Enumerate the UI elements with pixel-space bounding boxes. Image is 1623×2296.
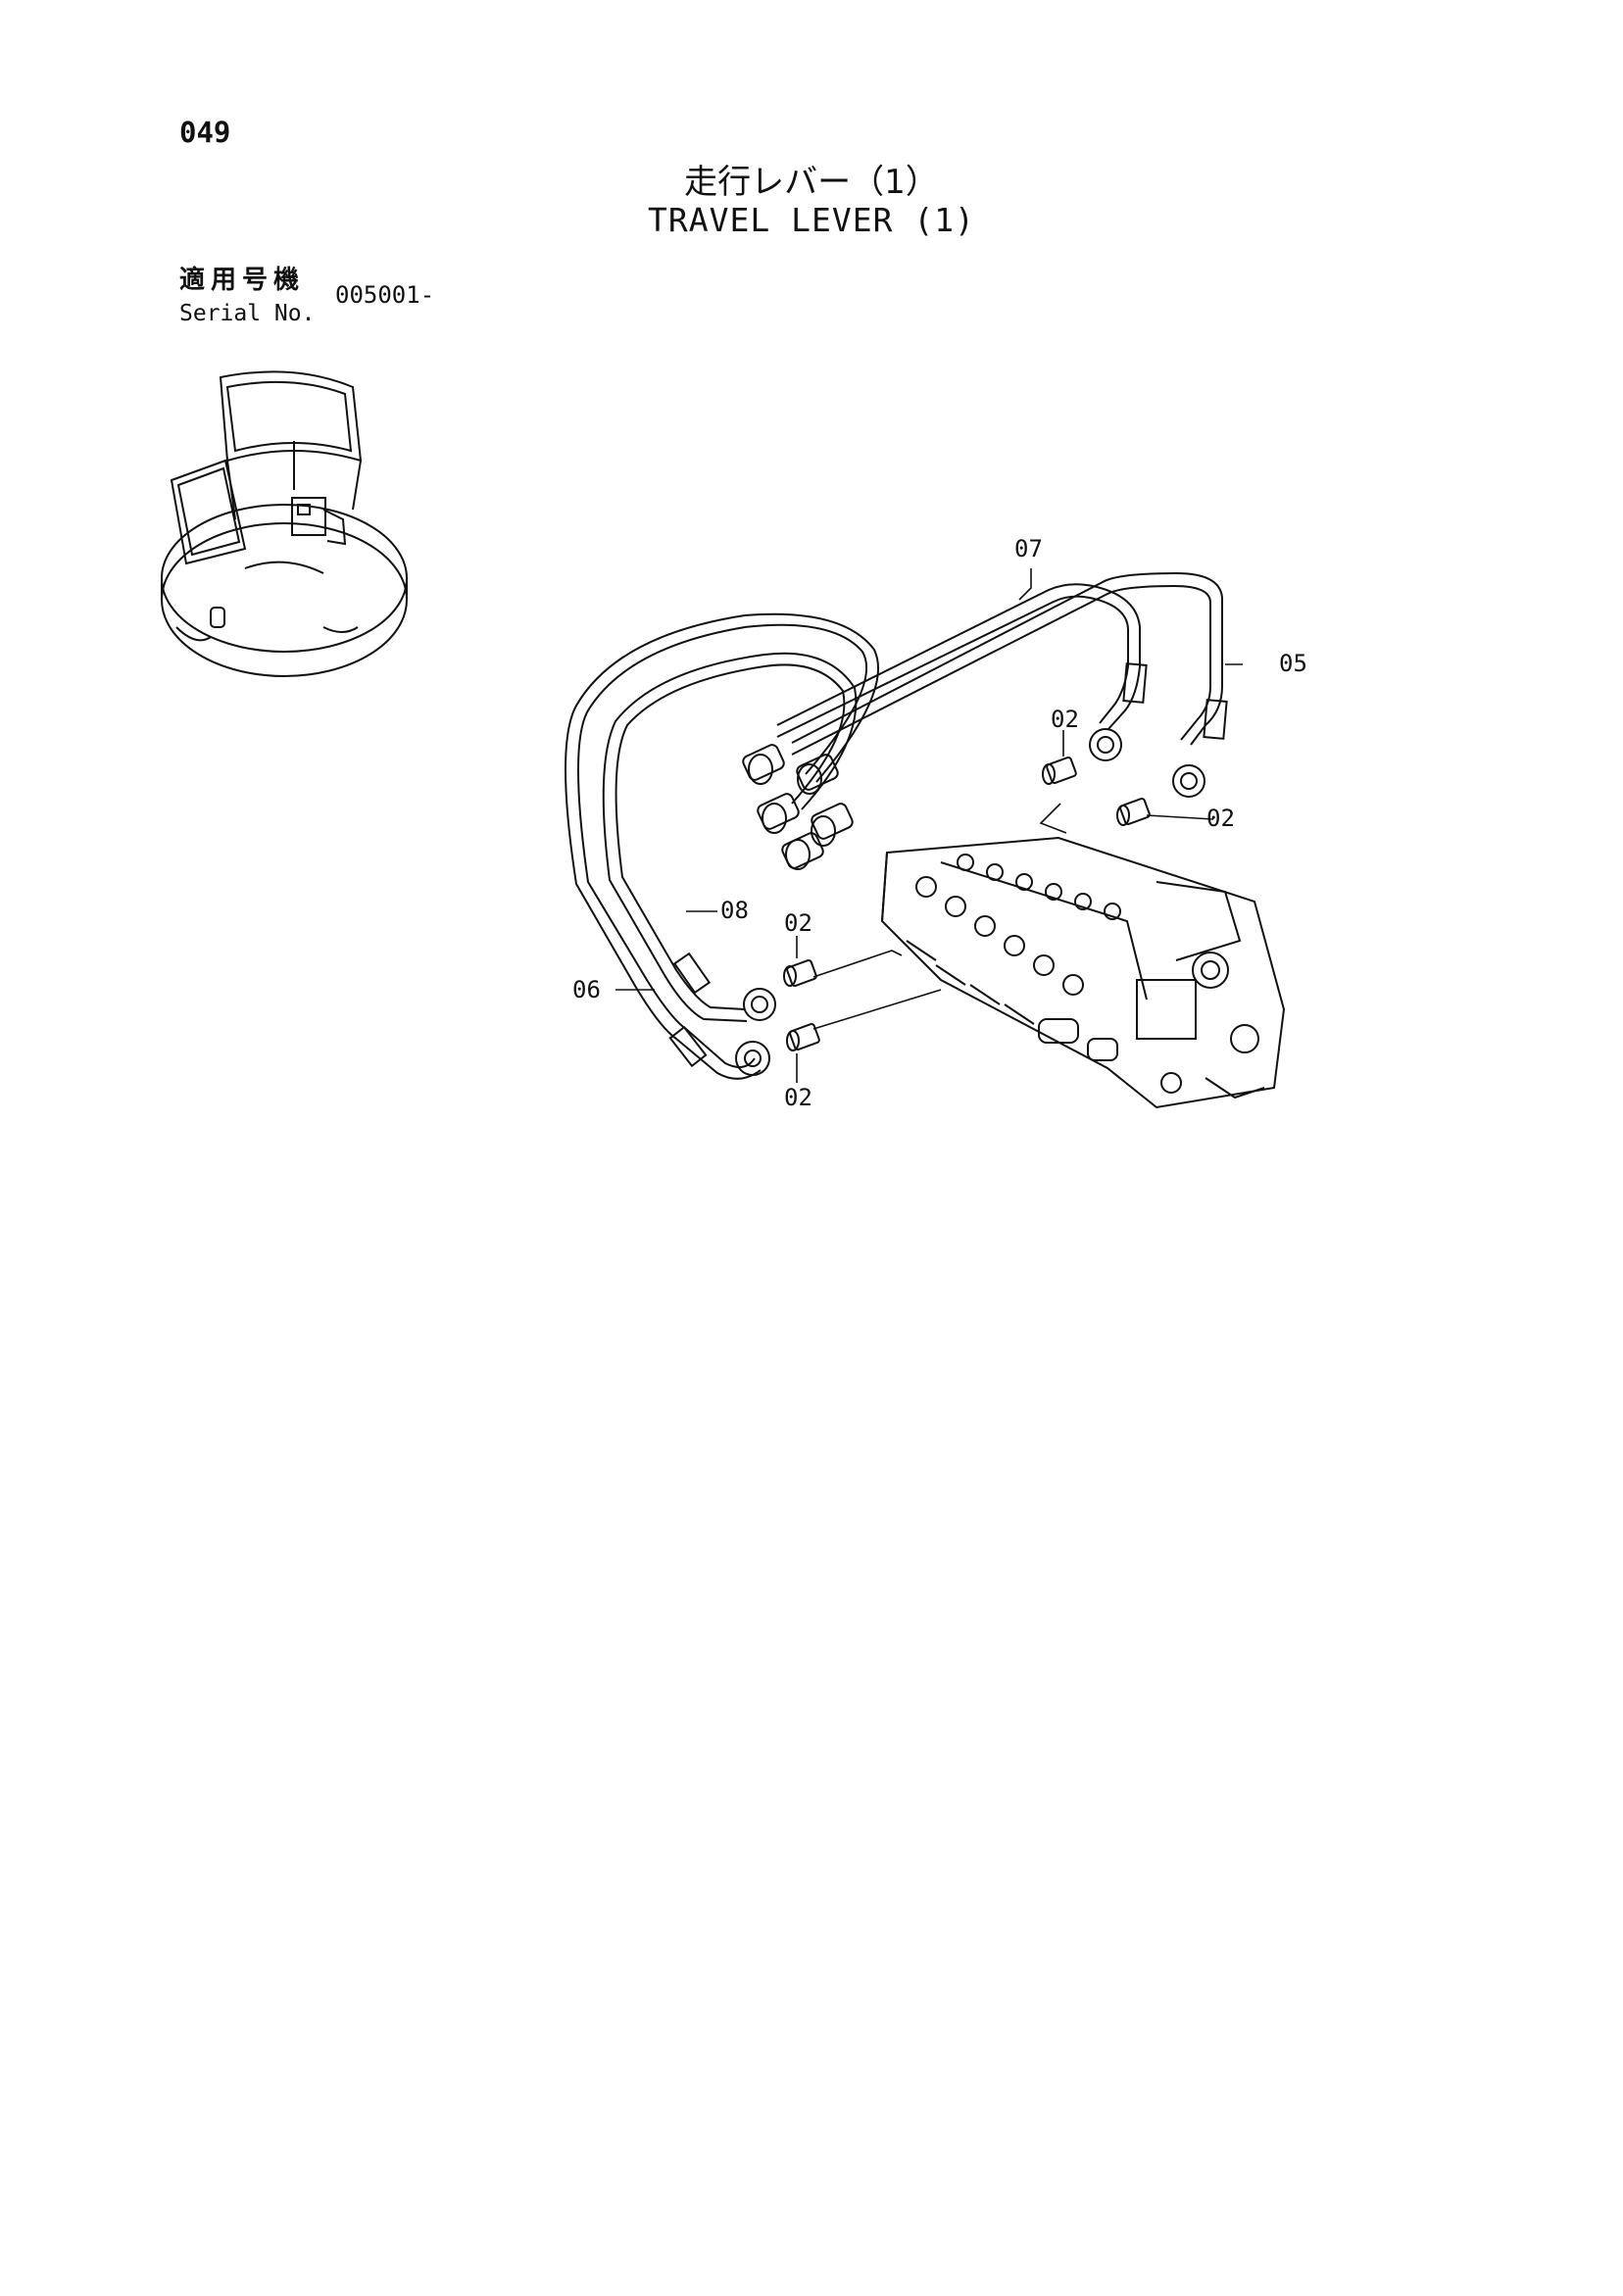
hose-05 [791,571,1228,798]
callout-08: 08 [720,897,749,924]
hose-end-fittings [742,744,854,870]
page-title-english: TRAVEL LEVER (1) [648,201,975,239]
machine-overview-illustration [161,370,408,677]
hose-08 [602,652,858,1022]
callout-labels: 07 05 02 02 08 02 06 02 [572,535,1307,1111]
serial-label-japanese: 適用号機 [179,266,306,295]
callout-02-upper-right: 02 [1206,805,1235,832]
callout-02-lower: 02 [784,1084,812,1111]
hose-06 [565,612,879,1080]
connector-fittings [783,757,1151,1051]
leader-lines [615,568,1243,1083]
page-title-japanese: 走行レバー（1） [684,163,939,202]
page-number: 049 [179,116,231,149]
serial-number-value: 005001- [335,281,435,309]
callout-07: 07 [1014,535,1043,562]
callout-05: 05 [1279,650,1307,677]
callout-06: 06 [572,976,601,1003]
callout-02-upper-left: 02 [1051,706,1079,733]
control-valve-illustration [880,836,1286,1109]
callout-02-middle: 02 [784,909,812,937]
serial-label-english: Serial No. [179,301,316,326]
hose-07 [776,583,1148,761]
